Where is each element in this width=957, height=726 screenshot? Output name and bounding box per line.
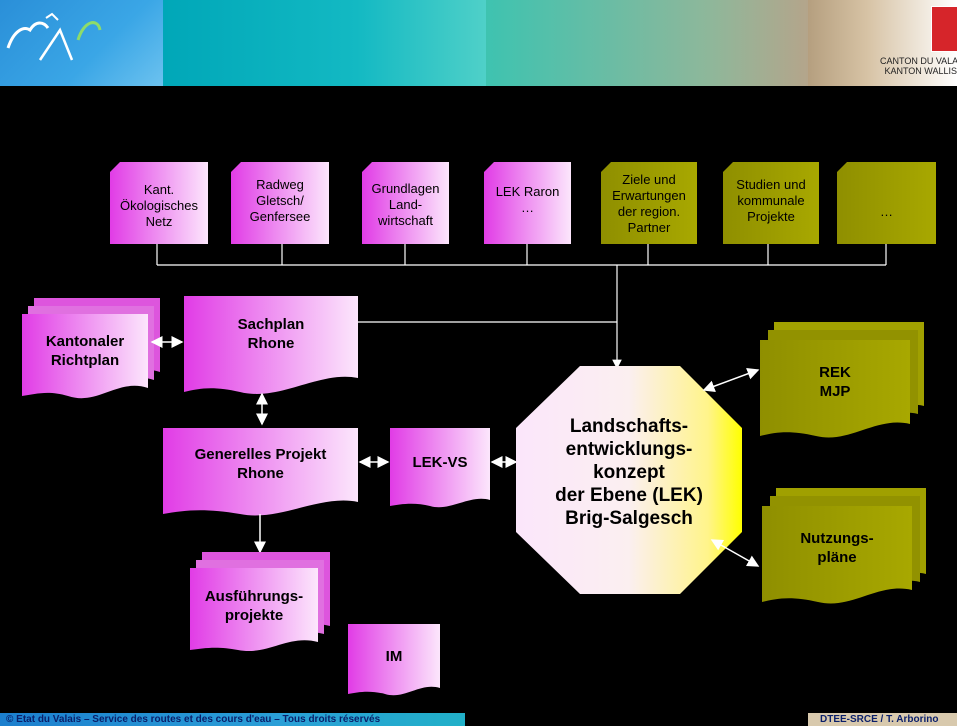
header-band-teal [163,0,486,86]
label-ziele-l4: Partner [627,220,671,235]
stack-front-nutzung [762,506,912,604]
doc-shape-im [348,624,440,696]
label-lek-center-l1: Landschafts- [569,415,689,437]
label-richtplan-l1: Kantonaler [45,333,125,350]
label-ausfuehrungsprojekte: Ausführungs- projekte [190,578,318,634]
label-ziele: Ziele und Erwartungen der region. Partne… [601,164,697,244]
doc-shape-grundlagen [362,162,449,244]
label-ausfuehrung-l2: projekte [224,607,284,624]
label-oeko-netz-l2: Ökologisches [119,198,199,213]
stack-front-richtplan [22,314,148,399]
label-ziele-l2: Erwartungen [612,188,686,203]
label-studien: Studien und kommunale Projekte [723,166,819,236]
label-nutzungsplaene: Nutzungs- pläne [762,516,912,580]
footer-copyright: © Etat du Valais – Service des routes et… [0,713,465,726]
label-generelles-l2: Rhone [237,465,284,482]
label-grundlagen-l3: wirtschaft [378,213,433,228]
label-grundlagen-l2: Land- [388,197,423,212]
doc-shape-generelles-projekt [163,428,358,516]
label-lek-center-l2: entwicklungs- [565,438,693,460]
label-generelles-projekt: Generelles Projekt Rhone [163,436,358,492]
label-ausfuehrung-l1: Ausführungs- [204,588,304,605]
canton-valais-crest-icon [931,6,957,52]
doc-shape-ziele [601,162,697,244]
label-grundlagen-l1: Grundlagen [371,181,440,196]
label-ziele-l3: der region. [617,204,681,219]
doc-shape-lek-raron [484,162,571,244]
label-rek-l2: MJP [819,383,851,400]
label-rek-mjp: REK MJP [760,352,910,412]
doc-shape-radweg [231,162,329,244]
label-lek-center-l5: Brig-Salgesch [565,507,693,529]
label-radweg-l3: Genfersee [249,209,311,224]
label-lek-vs-l1: LEK-VS [412,453,468,471]
label-lek-raron-l2: … [521,200,534,215]
label-im: IM [348,634,440,678]
label-lek-raron: LEK Raron … [484,172,571,228]
doc-shape-ellipsis [837,162,936,244]
stack-front-ausfuehrung [190,568,318,652]
label-sachplan-l1: Sachplan [237,316,305,333]
label-sachplan-l2: Rhone [247,335,295,352]
label-lek-vs: LEK-VS [390,440,490,484]
label-radweg-l2: Gletsch/ [256,193,304,208]
label-lek-center-l3: konzept [593,461,665,483]
footer-author: DTEE-SRCE / T. Arborino [808,713,957,726]
label-oeko-netz-l3: Netz [145,214,173,229]
lek-center-octagon [516,366,742,594]
label-oeko-netz-l1: Kant. [143,182,175,197]
label-studien-l2: kommunale [737,193,805,208]
label-ziele-l1: Ziele und [622,172,676,187]
doc-shape-studien [723,162,819,244]
label-rek-l1: REK [819,364,851,381]
valais-landscape-logo-icon [6,12,102,61]
label-richtplan-l2: Richtplan [50,352,120,369]
doc-shape-lek-vs [390,428,490,508]
label-studien-l1: Studien und [736,177,806,192]
label-studien-l3: Projekte [747,209,795,224]
label-im-l1: IM [385,647,403,665]
label-radweg-l1: Radweg [256,177,304,192]
label-ellipsis-l1: … [880,204,893,219]
label-nutzung-l1: Nutzungs- [800,530,874,547]
canton-label-fr: CANTON DU VALAIS [880,56,957,66]
label-sachplan-rhone: Sachplan Rhone [184,304,358,364]
canton-label-de: KANTON WALLIS [884,66,957,76]
label-kantonaler-richtplan: Kantonaler Richtplan [22,324,148,378]
label-lek-center: Landschafts- entwicklungs- konzept der E… [516,392,742,552]
label-oeko-netz: Kant. Ökologisches Netz [110,170,208,242]
stack-front-rek [760,340,910,438]
canton-label: CANTON DU VALAIS KANTON WALLIS [880,56,957,76]
label-lek-raron-l1: LEK Raron [495,184,560,199]
label-radweg: Radweg Gletsch/ Genfersee [231,166,329,236]
header-band-green [486,0,808,86]
doc-shape-oeko-netz [110,162,208,244]
label-lek-center-l4: der Ebene (LEK) [555,484,703,506]
doc-shape-sachplan [184,296,358,394]
header-logo-panel [0,0,163,86]
label-generelles-l1: Generelles Projekt [194,446,327,463]
label-ellipsis: … [837,192,936,232]
label-nutzung-l2: pläne [817,549,857,566]
label-grundlagen: Grundlagen Land- wirtschaft [362,168,449,242]
